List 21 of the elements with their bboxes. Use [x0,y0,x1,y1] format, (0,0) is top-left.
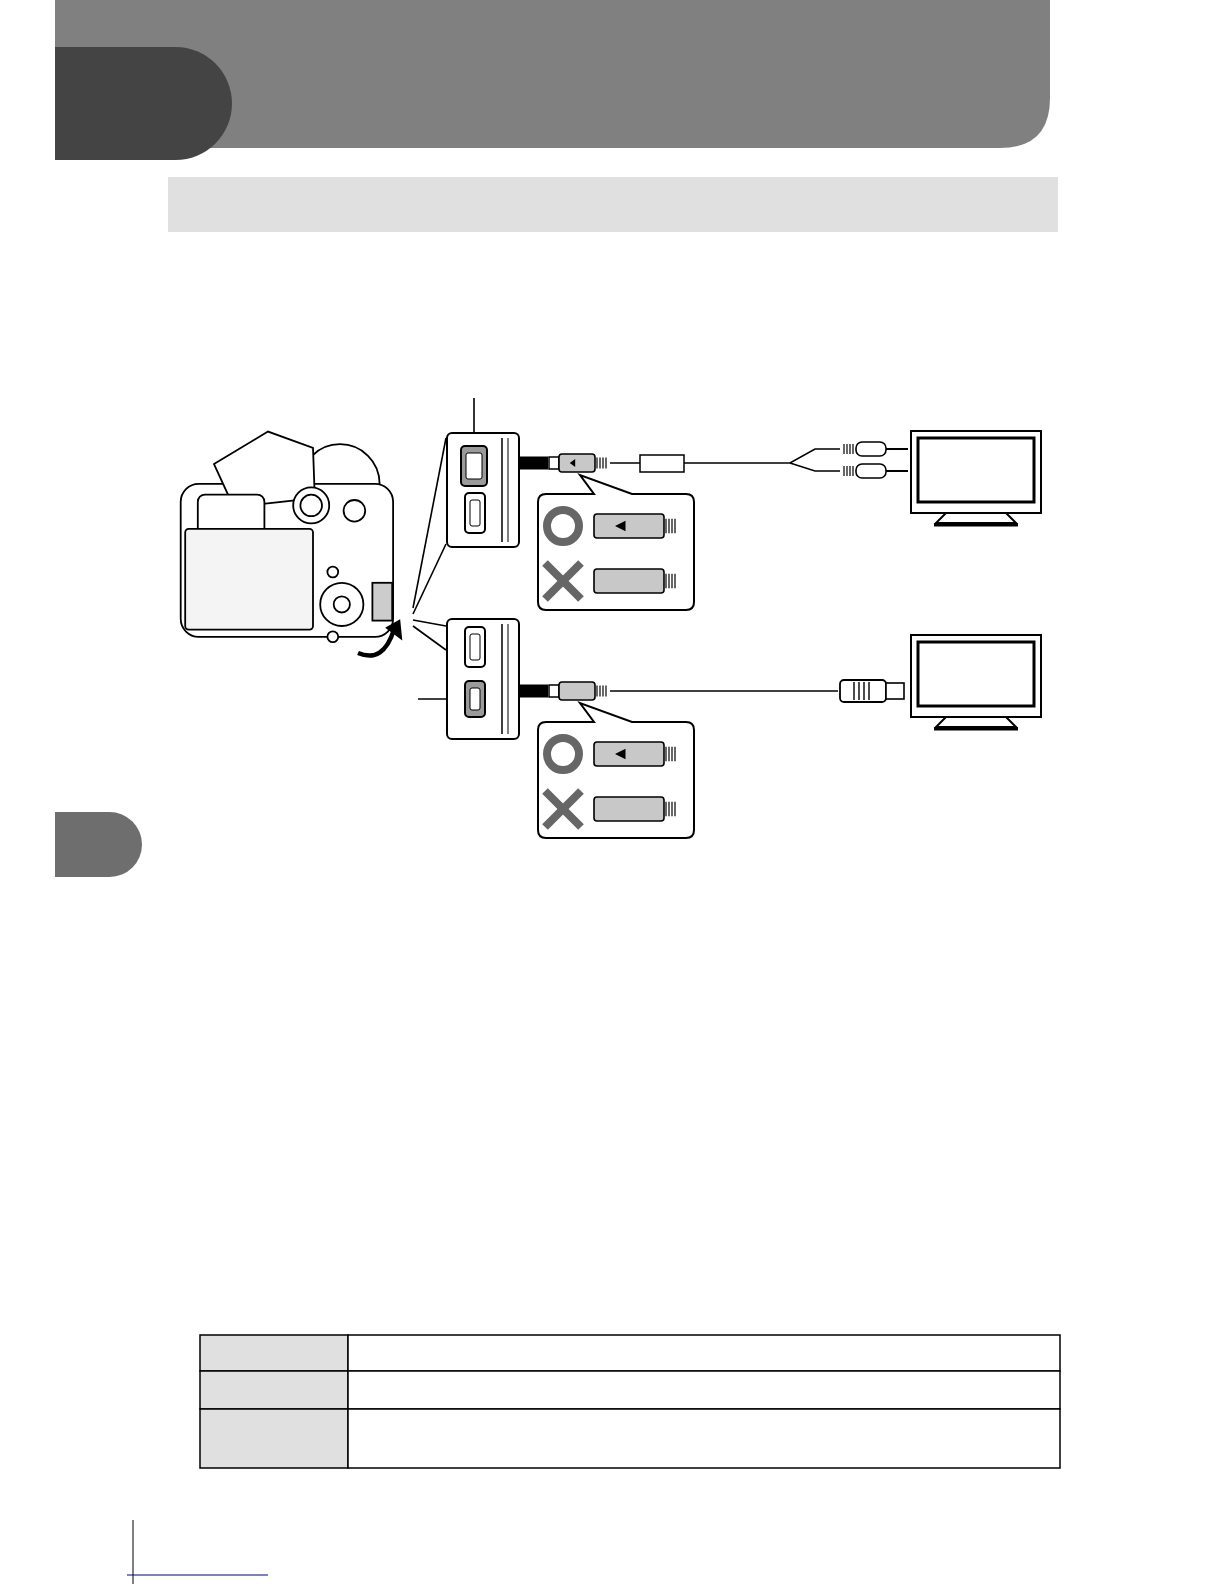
cable-plug [838,676,906,706]
cable-plug [548,680,610,702]
connector-port [460,445,488,487]
tv-monitor-drawing [910,634,1042,732]
heading-bar [168,177,1058,232]
page-tab [55,47,232,160]
connector-port [464,680,486,718]
connecting-line [412,619,447,627]
connector-port [464,626,486,668]
callout-balloon [536,702,696,840]
port-inset [446,618,520,740]
cable-plug [548,452,610,474]
connecting-line [609,690,839,692]
connecting-line [412,437,447,609]
connecting-line [412,543,447,615]
page-tab [55,812,142,877]
tv-monitor-drawing [910,430,1042,528]
connecting-line [412,625,447,651]
callout-balloon [536,474,696,612]
connector-port [464,492,486,534]
port-inset [446,432,520,548]
